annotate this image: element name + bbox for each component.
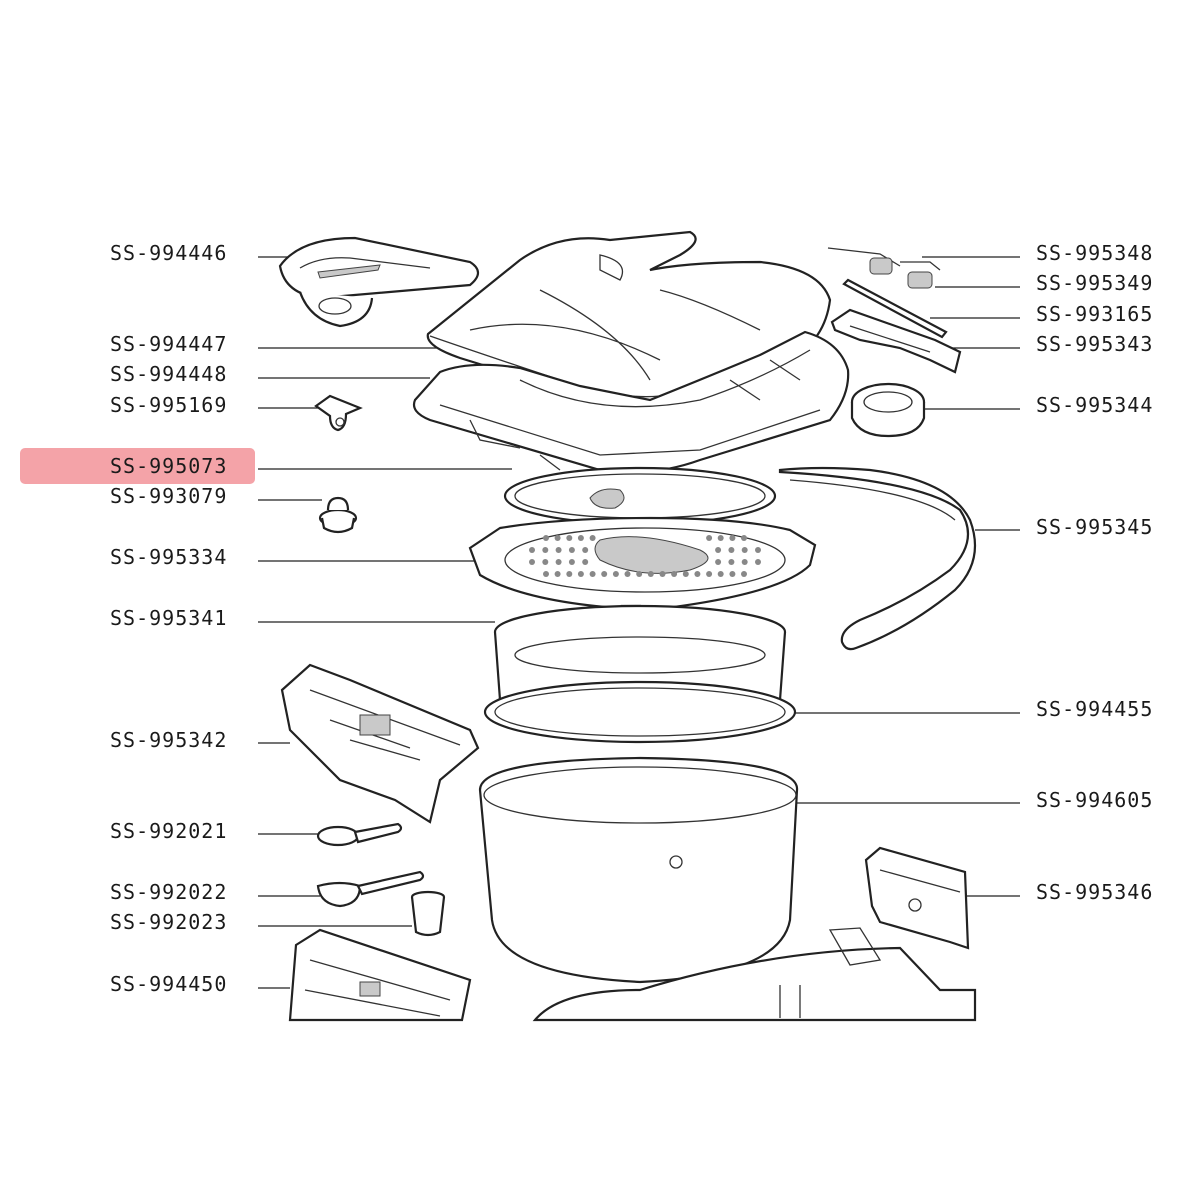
part-label[interactable]: SS-992021 — [110, 819, 228, 843]
part-control-board — [288, 928, 472, 1022]
steam-hole — [601, 571, 608, 577]
steam-hole — [741, 571, 747, 577]
steam-hole — [755, 547, 761, 553]
steam-hole — [589, 571, 596, 577]
steam-hole — [529, 547, 535, 553]
part-inner-lid-plate — [503, 466, 777, 526]
part-inner-pot — [478, 756, 799, 984]
steam-hole — [529, 559, 535, 565]
part-small-valve — [318, 496, 358, 534]
part-latch-bracket — [830, 308, 962, 374]
part-spoon — [316, 822, 403, 847]
part-label[interactable]: SS-995334 — [110, 545, 228, 569]
steam-hole — [706, 571, 713, 577]
part-label[interactable]: SS-994455 — [1036, 697, 1154, 721]
steam-hole — [682, 571, 689, 577]
steam-hole — [566, 571, 573, 577]
part-pot-rim — [483, 680, 797, 744]
part-label[interactable]: SS-992023 — [110, 910, 228, 934]
steam-hole — [555, 547, 562, 553]
steam-hole — [624, 571, 631, 577]
steam-hole — [542, 559, 549, 565]
steam-hole — [636, 571, 643, 577]
part-rod — [842, 278, 948, 339]
steam-hole — [554, 535, 561, 541]
part-label[interactable]: SS-994447 — [110, 332, 228, 356]
part-inner-lid-frame — [412, 330, 850, 474]
steam-hole — [582, 559, 589, 565]
steam-hole — [554, 571, 561, 577]
part-measuring-cup — [410, 890, 446, 937]
steam-holes — [529, 535, 761, 577]
part-label[interactable]: SS-995344 — [1036, 393, 1154, 417]
part-label[interactable]: SS-995346 — [1036, 880, 1154, 904]
part-label[interactable]: SS-995345 — [1036, 515, 1154, 539]
steam-hole — [694, 571, 701, 577]
part-label[interactable]: SS-993165 — [1036, 302, 1154, 326]
selected-part-highlight — [20, 448, 255, 484]
part-lid-cap — [278, 236, 480, 328]
steam-hole — [728, 547, 735, 553]
steam-hole — [715, 559, 722, 565]
steam-hole — [543, 571, 549, 577]
steam-hole — [728, 559, 735, 565]
part-label[interactable]: SS-995348 — [1036, 241, 1154, 265]
part-ladle — [316, 870, 425, 908]
steam-hole — [755, 559, 761, 565]
steam-hole — [568, 559, 575, 565]
steam-hole — [715, 547, 722, 553]
part-label[interactable]: SS-994450 — [110, 972, 228, 996]
steam-hole — [671, 571, 678, 577]
steam-hole — [729, 535, 736, 541]
steam-hole — [577, 535, 584, 541]
part-springs — [827, 247, 941, 289]
steam-hole — [566, 535, 573, 541]
steam-hole — [741, 547, 748, 553]
part-rear-panel — [864, 846, 970, 950]
part-base-housing — [532, 927, 977, 1022]
part-label-selected[interactable]: SS-995073 — [110, 454, 228, 478]
steam-hole — [741, 559, 748, 565]
steam-hole — [741, 535, 747, 541]
steam-hole — [577, 571, 584, 577]
part-label[interactable]: SS-993079 — [110, 484, 228, 508]
part-valve-ring — [850, 382, 926, 438]
steam-hole — [612, 571, 619, 577]
steam-hole — [568, 547, 575, 553]
steam-hole — [542, 547, 549, 553]
steam-hole — [647, 571, 654, 577]
part-label[interactable]: SS-995343 — [1036, 332, 1154, 356]
part-label[interactable]: SS-995342 — [110, 728, 228, 752]
steam-hole — [582, 547, 589, 553]
part-label[interactable]: SS-994448 — [110, 362, 228, 386]
part-label[interactable]: SS-994605 — [1036, 788, 1154, 812]
steam-hole — [706, 535, 713, 541]
steam-hole — [659, 571, 666, 577]
steam-hole — [729, 571, 736, 577]
steam-hole — [555, 559, 562, 565]
part-label[interactable]: SS-992022 — [110, 880, 228, 904]
part-steam-lid — [468, 516, 817, 630]
part-label[interactable]: SS-995341 — [110, 606, 228, 630]
steam-hole — [717, 571, 724, 577]
steam-hole — [589, 535, 596, 541]
leader-lines — [258, 256, 1020, 989]
part-small-bracket — [314, 394, 363, 432]
part-control-bracket — [280, 663, 480, 824]
part-label[interactable]: SS-995169 — [110, 393, 228, 417]
part-label[interactable]: SS-995349 — [1036, 271, 1154, 295]
part-carry-handle — [778, 466, 977, 651]
steam-hole — [543, 535, 549, 541]
part-label[interactable]: SS-994446 — [110, 241, 228, 265]
steam-hole — [717, 535, 724, 541]
